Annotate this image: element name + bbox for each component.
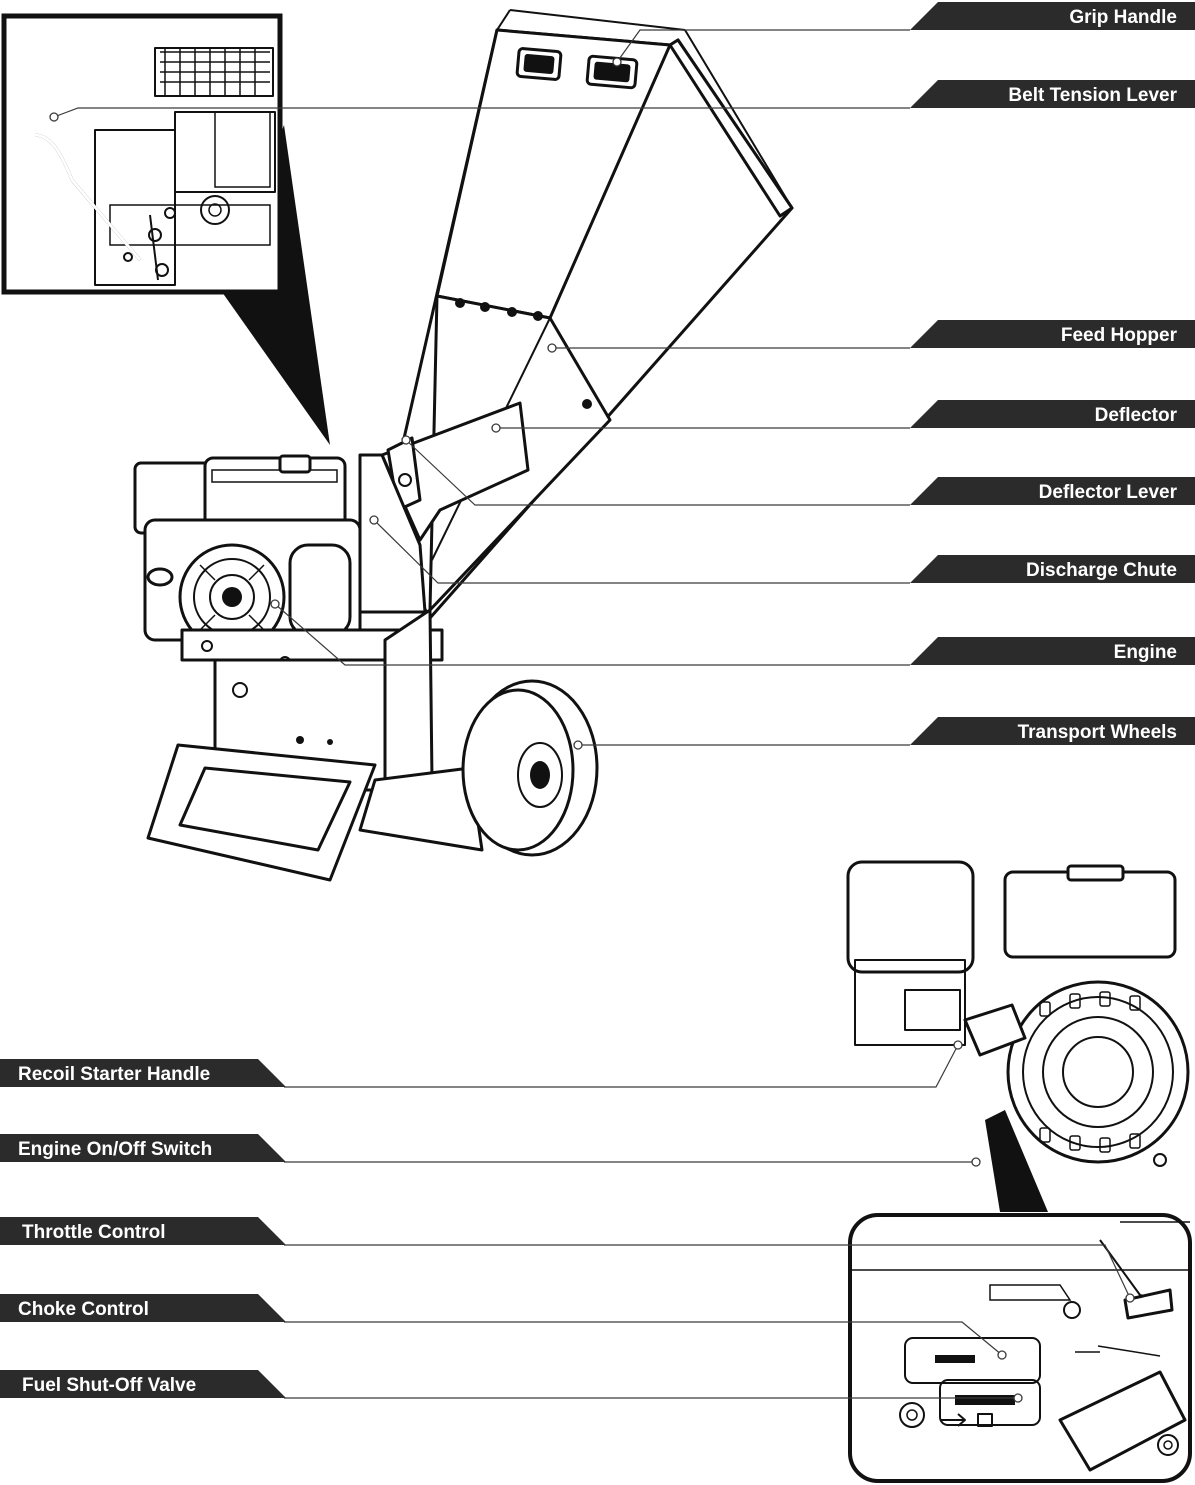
engine-drawing	[133, 454, 444, 668]
belt-lever-inset	[1, 13, 330, 445]
label-throttle-control-text: Throttle Control	[22, 1222, 166, 1243]
callout-dot	[1013, 1393, 1023, 1403]
label-choke-control-text: Choke Control	[18, 1299, 149, 1320]
deflector-drawing	[358, 401, 530, 614]
label-engine-on-off-switch: Engine On/Off Switch	[0, 1134, 286, 1162]
label-recoil-starter-handle-text: Recoil Starter Handle	[18, 1064, 210, 1085]
wood-chipper-drawing	[133, 9, 794, 882]
label-choke-control: Choke Control	[0, 1294, 286, 1322]
callout-dots	[49, 57, 1135, 1403]
feed-hopper-drawing	[380, 9, 794, 620]
callout-dot	[612, 57, 622, 67]
label-grip-handle-text: Grip Handle	[1069, 7, 1177, 28]
label-discharge-chute-text: Discharge Chute	[1026, 560, 1177, 581]
label-discharge-chute: Discharge Chute	[910, 555, 1195, 583]
label-fuel-shut-off-valve: Fuel Shut-Off Valve	[0, 1370, 286, 1398]
callout-dot	[997, 1350, 1007, 1360]
frame-drawing	[146, 608, 484, 882]
callout-dot	[953, 1040, 963, 1050]
callout-dot	[49, 112, 59, 122]
label-deflector-lever-text: Deflector Lever	[1039, 482, 1178, 503]
callout-dot	[401, 435, 411, 445]
engine-side-drawing	[846, 860, 1190, 1212]
callout-dot	[573, 740, 583, 750]
callout-dot	[491, 423, 501, 433]
label-feed-hopper: Feed Hopper	[910, 320, 1195, 348]
callout-dot	[547, 343, 557, 353]
label-transport-wheels: Transport Wheels	[910, 717, 1195, 745]
label-engine: Engine	[910, 637, 1195, 665]
label-throttle-control: Throttle Control	[0, 1217, 286, 1245]
callout-dot	[270, 599, 280, 609]
label-deflector-text: Deflector	[1095, 405, 1178, 426]
label-feed-hopper-text: Feed Hopper	[1061, 325, 1178, 346]
label-grip-handle: Grip Handle	[910, 2, 1195, 30]
label-belt-tension-lever-text: Belt Tension Lever	[1008, 85, 1177, 106]
label-deflector-lever: Deflector Lever	[910, 477, 1195, 505]
label-engine-on-off-switch-text: Engine On/Off Switch	[18, 1139, 212, 1160]
leader-lines	[53, 29, 1131, 1399]
controls-inset	[848, 1213, 1192, 1483]
callout-dot	[369, 515, 379, 525]
label-transport-wheels-text: Transport Wheels	[1018, 722, 1177, 743]
label-belt-tension-lever: Belt Tension Lever	[910, 80, 1195, 108]
label-deflector: Deflector	[910, 400, 1195, 428]
callout-dot	[1125, 1293, 1135, 1303]
label-fuel-shut-off-valve-text: Fuel Shut-Off Valve	[22, 1375, 196, 1396]
transport-wheel-drawing	[461, 679, 599, 857]
label-recoil-starter-handle: Recoil Starter Handle	[0, 1059, 286, 1087]
label-engine-text: Engine	[1114, 642, 1177, 663]
callout-dot	[971, 1157, 981, 1167]
